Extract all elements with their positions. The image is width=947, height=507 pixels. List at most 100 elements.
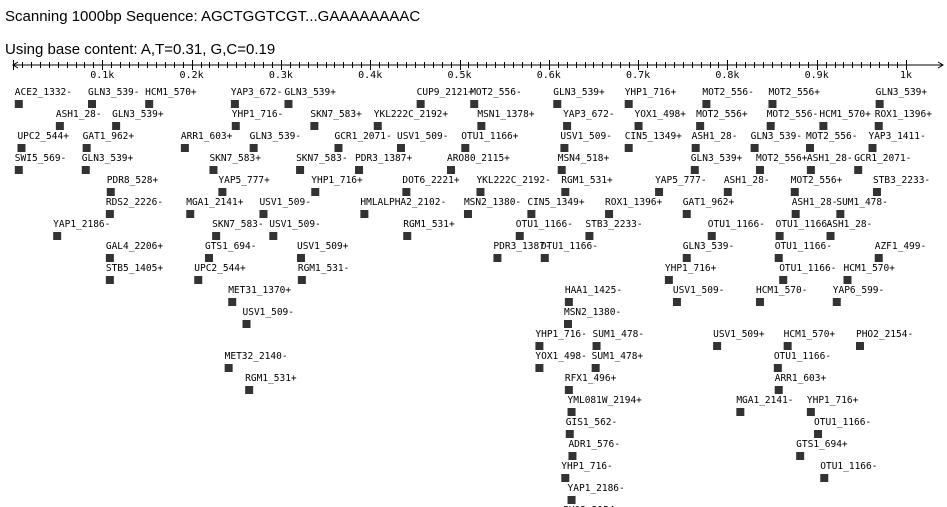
site-label: YHP1_716- (232, 109, 283, 120)
site-marker (755, 298, 764, 306)
axis-arrow-right (937, 61, 944, 69)
site-marker (204, 254, 213, 262)
site-label: SUM1_478- (593, 329, 644, 340)
site-label: YAP1_2186- (568, 483, 625, 494)
site-marker (476, 188, 485, 196)
site-marker (186, 210, 195, 218)
site-marker (855, 342, 864, 350)
site-label: YAP5_777+ (218, 175, 270, 186)
site-marker (624, 100, 633, 108)
site-label: OTU1_1166+ (461, 131, 518, 142)
site-marker (180, 144, 189, 152)
site-label: GLN3_539- (683, 241, 734, 252)
site-label: GCR1_2071- (334, 131, 391, 142)
site-marker (82, 144, 91, 152)
site-label: YAP6_599- (833, 285, 884, 296)
site-marker (843, 276, 852, 284)
site-marker (791, 210, 800, 218)
site-marker (585, 232, 594, 240)
site-label: ARR1_603+ (181, 131, 233, 142)
site-label: ASH1_28- (724, 175, 770, 186)
site-marker (806, 166, 815, 174)
site-marker (826, 232, 835, 240)
site-marker (269, 232, 278, 240)
site-marker (14, 100, 23, 108)
site-marker (373, 122, 382, 130)
site-marker (768, 100, 777, 108)
site-marker (470, 100, 479, 108)
site-label: USV1_509- (397, 131, 448, 142)
site-marker (736, 408, 745, 416)
site-marker (296, 166, 305, 174)
site-label: HMLALPHA2_2102- (360, 197, 446, 208)
site-label: MOT2_556+ (768, 87, 820, 98)
site-marker (557, 166, 566, 174)
site-marker (723, 188, 732, 196)
axis-tick-label: 0.3k (269, 70, 293, 81)
site-marker (568, 452, 577, 460)
site-marker (446, 166, 455, 174)
site-marker (783, 342, 792, 350)
site-label: OTU1_1166- (820, 461, 877, 472)
site-marker (832, 298, 841, 306)
site-label: CUP9_2121+ (417, 87, 474, 98)
site-label: HCM1_570+ (819, 109, 871, 120)
site-label: ARR1_603+ (775, 373, 827, 384)
site-label: MGA1_2141- (736, 395, 793, 406)
site-marker (836, 210, 845, 218)
site-marker (691, 144, 700, 152)
site-marker (224, 364, 233, 372)
site-label: RGM1_531+ (245, 373, 297, 384)
site-label: SKN7_583+ (310, 109, 362, 120)
site-marker (355, 166, 364, 174)
site-marker (463, 210, 472, 218)
site-label: GLN3_539+ (553, 87, 605, 98)
site-label: PHO2_2154- (856, 329, 913, 340)
site-marker (567, 408, 576, 416)
site-marker (416, 100, 425, 108)
site-marker (561, 188, 570, 196)
site-marker (605, 210, 614, 218)
site-marker (553, 100, 562, 108)
site-label: GCR1_2071- (854, 153, 911, 164)
site-label: MET31_1370+ (228, 285, 291, 296)
site-label: YHP1_716- (535, 329, 586, 340)
site-marker (682, 254, 691, 262)
site-label: MSN2_1380- (564, 307, 621, 318)
site-label: SWI5_569- (15, 153, 66, 164)
site-label: ADR1_576- (568, 439, 619, 450)
site-marker (527, 210, 536, 218)
site-marker (563, 320, 572, 328)
site-label: GAT1_962+ (83, 131, 135, 142)
site-marker (790, 188, 799, 196)
site-marker (55, 122, 64, 130)
site-marker (814, 430, 823, 438)
site-marker (564, 298, 573, 306)
site-label: GLN3_539+ (82, 153, 134, 164)
site-marker (242, 320, 251, 328)
site-marker (105, 276, 114, 284)
site-label: MGA1_2141+ (186, 197, 243, 208)
site-label: SKN7_583- (296, 153, 347, 164)
site-marker (755, 166, 764, 174)
site-label: UPC2_544+ (194, 263, 246, 274)
site-marker (209, 166, 218, 174)
site-marker (231, 122, 240, 130)
site-marker (774, 254, 783, 262)
site-label: CIN5_1349+ (625, 131, 682, 142)
site-label: ASH1_28- (792, 197, 838, 208)
site-marker (702, 100, 711, 108)
site-label: STB3_2233- (585, 219, 642, 230)
site-label: ASH1_28- (56, 109, 102, 120)
site-marker (564, 386, 573, 394)
site-marker (591, 364, 600, 372)
site-marker (360, 210, 369, 218)
sequence-header: Scanning 1000bp Sequence: AGCTGGTCGT...G… (5, 8, 421, 25)
site-marker (106, 188, 115, 196)
site-label: YAP3_672- (231, 87, 282, 98)
site-marker (218, 188, 227, 196)
site-label: USV1_509- (673, 285, 724, 296)
site-marker (230, 100, 239, 108)
site-marker (535, 342, 544, 350)
axis-tick-label: 0.9k (805, 70, 829, 81)
